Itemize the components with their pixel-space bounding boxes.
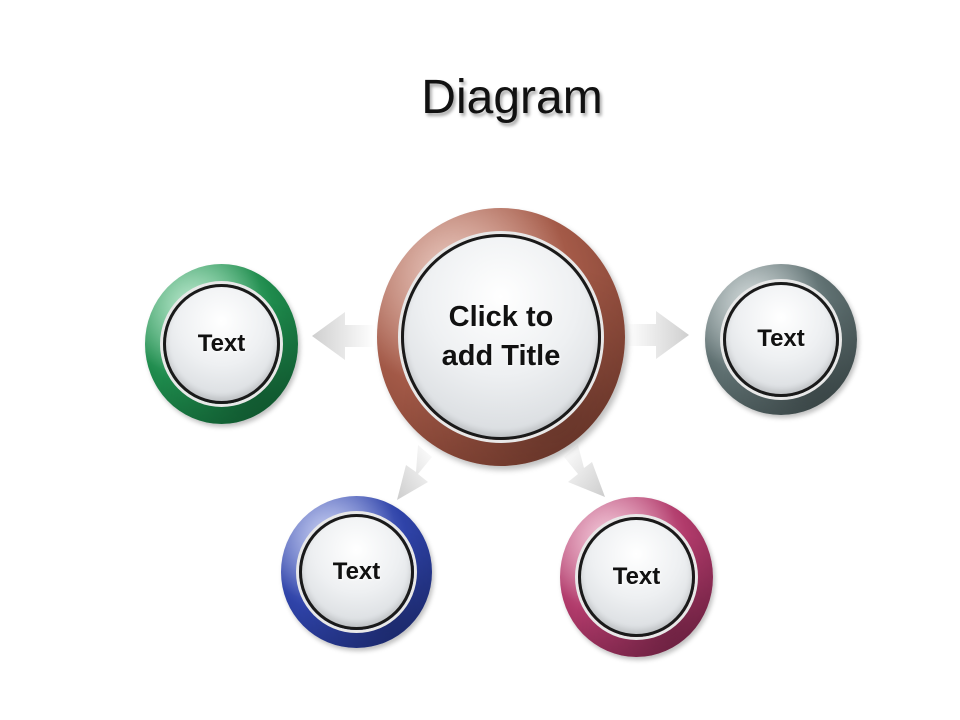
arrow-bottom-right (564, 445, 605, 497)
node-left[interactable]: Text (145, 264, 298, 424)
node-bottom-right[interactable]: Text (560, 497, 713, 657)
node-bottom-left[interactable]: Text (281, 496, 432, 648)
arrow-left (312, 312, 375, 360)
slide-title[interactable]: Diagram (421, 71, 603, 124)
node-bottom-right-face: Text (578, 517, 695, 637)
node-bottom-left-face: Text (299, 514, 414, 630)
node-bottom-left-label[interactable]: Text (332, 557, 381, 585)
node-left-face: Text (163, 284, 280, 404)
center-node-label[interactable]: Click to add Title (441, 300, 561, 372)
center-node-face: Click to add Title (401, 234, 601, 440)
center-node[interactable]: Click to add Title (377, 208, 625, 466)
node-right-face: Text (723, 282, 839, 397)
node-right-label[interactable]: Text (757, 325, 805, 353)
node-left-label[interactable]: Text (197, 329, 246, 357)
arrow-right (626, 311, 689, 359)
arrow-bottom-left (397, 445, 432, 500)
node-bottom-right-label[interactable]: Text (612, 562, 661, 590)
node-right[interactable]: Text (705, 264, 857, 415)
